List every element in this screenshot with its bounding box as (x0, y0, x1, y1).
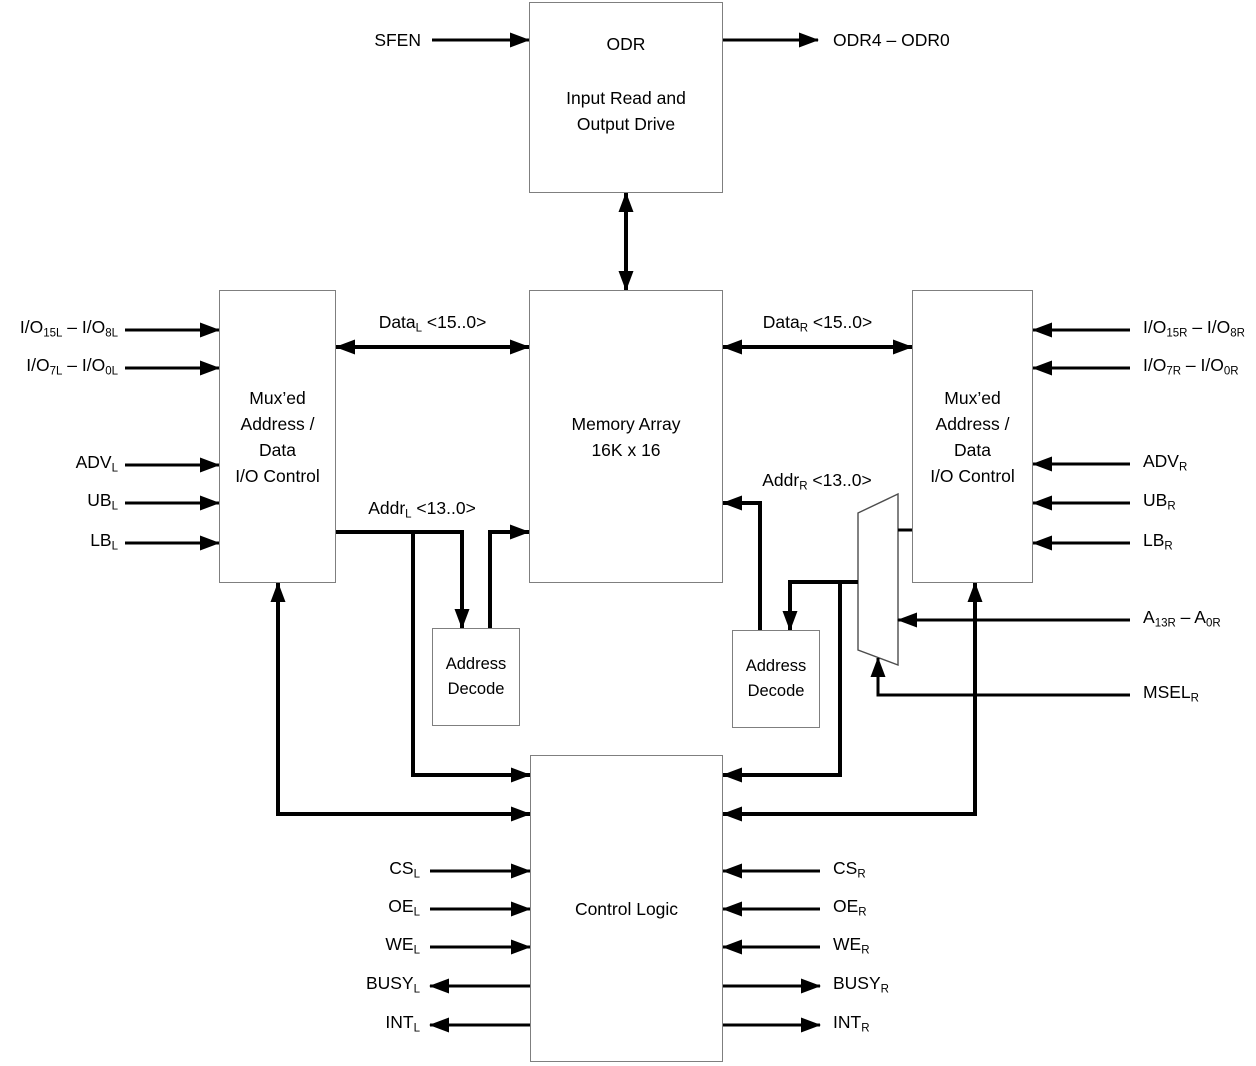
subscript: R (858, 906, 867, 919)
signal-label-busy-l: BUSYL (365, 972, 420, 996)
address-decode-left-block: Address Decode (432, 628, 520, 726)
subscript: L (405, 508, 412, 521)
wire-left-feedback (270, 582, 531, 822)
signal-label-busy-r: BUSYR (833, 972, 889, 996)
wire-mux-to-decode-r (782, 580, 858, 631)
subscript: R (861, 944, 870, 957)
bus-label-addr-r: AddrR <13..0> (762, 469, 872, 493)
subscript: R (1164, 540, 1173, 553)
subscript: L (415, 322, 423, 335)
subscript: R (799, 322, 809, 335)
address-decode-right-block: Address Decode (732, 630, 820, 728)
odr-block: ODR Input Read and Output Drive (529, 2, 723, 193)
subscript: 0R (1223, 365, 1239, 378)
signal-label-lb-l: LBL (90, 529, 118, 553)
signal-label-oe-l: OEL (388, 895, 420, 919)
signal-label-cs-r: CSR (833, 857, 866, 881)
subscript: 8L (105, 327, 118, 340)
subscript: L (413, 868, 420, 881)
subscript: 7L (49, 365, 63, 378)
bus-label-addr-l: AddrL <13..0> (368, 497, 476, 521)
signal-label-lb-r: LBR (1143, 529, 1173, 553)
subscript: R (861, 1022, 870, 1035)
wire-decode-r-out (722, 495, 762, 630)
odr-block-title: ODR (606, 34, 646, 54)
subscript: L (111, 462, 118, 475)
subscript: 0L (105, 365, 118, 378)
signal-label-int-l: INTL (385, 1011, 420, 1035)
subscript: R (880, 983, 889, 996)
left-io-control-block: Mux’ed Address / Data I/O Control (219, 290, 336, 583)
signal-label-ub-l: UBL (87, 489, 118, 513)
subscript: R (857, 868, 866, 881)
signal-label-we-r: WER (833, 933, 870, 957)
address-mux-shape (857, 492, 899, 667)
signal-label-adv-l: ADVL (75, 451, 118, 475)
memory-array-block: Memory Array 16K x 16 (529, 290, 723, 583)
wire-decode-l-out (488, 524, 530, 628)
subscript: R (1190, 692, 1199, 705)
subscript: R (1178, 461, 1188, 474)
subscript: L (111, 500, 118, 513)
wire-right-feedback (722, 582, 983, 822)
signal-label-sfen: SFEN (374, 30, 421, 50)
subscript: 8R (1230, 327, 1245, 340)
control-logic-block: Control Logic (530, 755, 723, 1062)
signal-label-msel-r: MSELR (1143, 681, 1199, 705)
subscript: L (413, 1022, 420, 1035)
subscript: R (799, 480, 808, 493)
subscript: L (413, 944, 420, 957)
subscript: 13R (1154, 617, 1176, 630)
signal-label-io7-0r: I/O7R – I/O0R (1143, 354, 1239, 378)
signal-label-ub-r: UBR (1143, 489, 1176, 513)
signal-label-io15-8l: I/O15L – I/O8L (19, 316, 118, 340)
wire-msel-r (870, 657, 1130, 697)
subscript: 15R (1166, 327, 1188, 340)
subscript: R (1167, 500, 1176, 513)
bus-label-data-r: DataR <15..0> (762, 311, 873, 335)
subscript: 15L (43, 327, 63, 340)
subscript: L (111, 540, 118, 553)
bus-label-data-l: DataL <15..0> (378, 311, 487, 335)
signal-label-oe-r: OER (833, 895, 867, 919)
signal-label-a13-0r: A13R – A0R (1143, 606, 1221, 630)
signal-label-int-r: INTR (833, 1011, 870, 1035)
right-io-control-block: Mux’ed Address / Data I/O Control (912, 290, 1033, 583)
odr-block-subtitle: Input Read and Output Drive (566, 88, 686, 134)
signal-label-cs-l: CSL (389, 857, 420, 881)
subscript: L (413, 906, 420, 919)
wire-addr-l (336, 530, 470, 629)
signal-label-odr-bus: ODR4 – ODR0 (833, 30, 950, 50)
signal-label-we-l: WEL (385, 933, 420, 957)
subscript: 0R (1205, 617, 1221, 630)
signal-label-adv-r: ADVR (1143, 450, 1188, 474)
signal-label-io7-0l: I/O7L – I/O0L (26, 354, 118, 378)
subscript: 7R (1166, 365, 1182, 378)
subscript: L (413, 983, 420, 996)
signal-label-io15-8r: I/O15R – I/O8R (1143, 316, 1245, 340)
